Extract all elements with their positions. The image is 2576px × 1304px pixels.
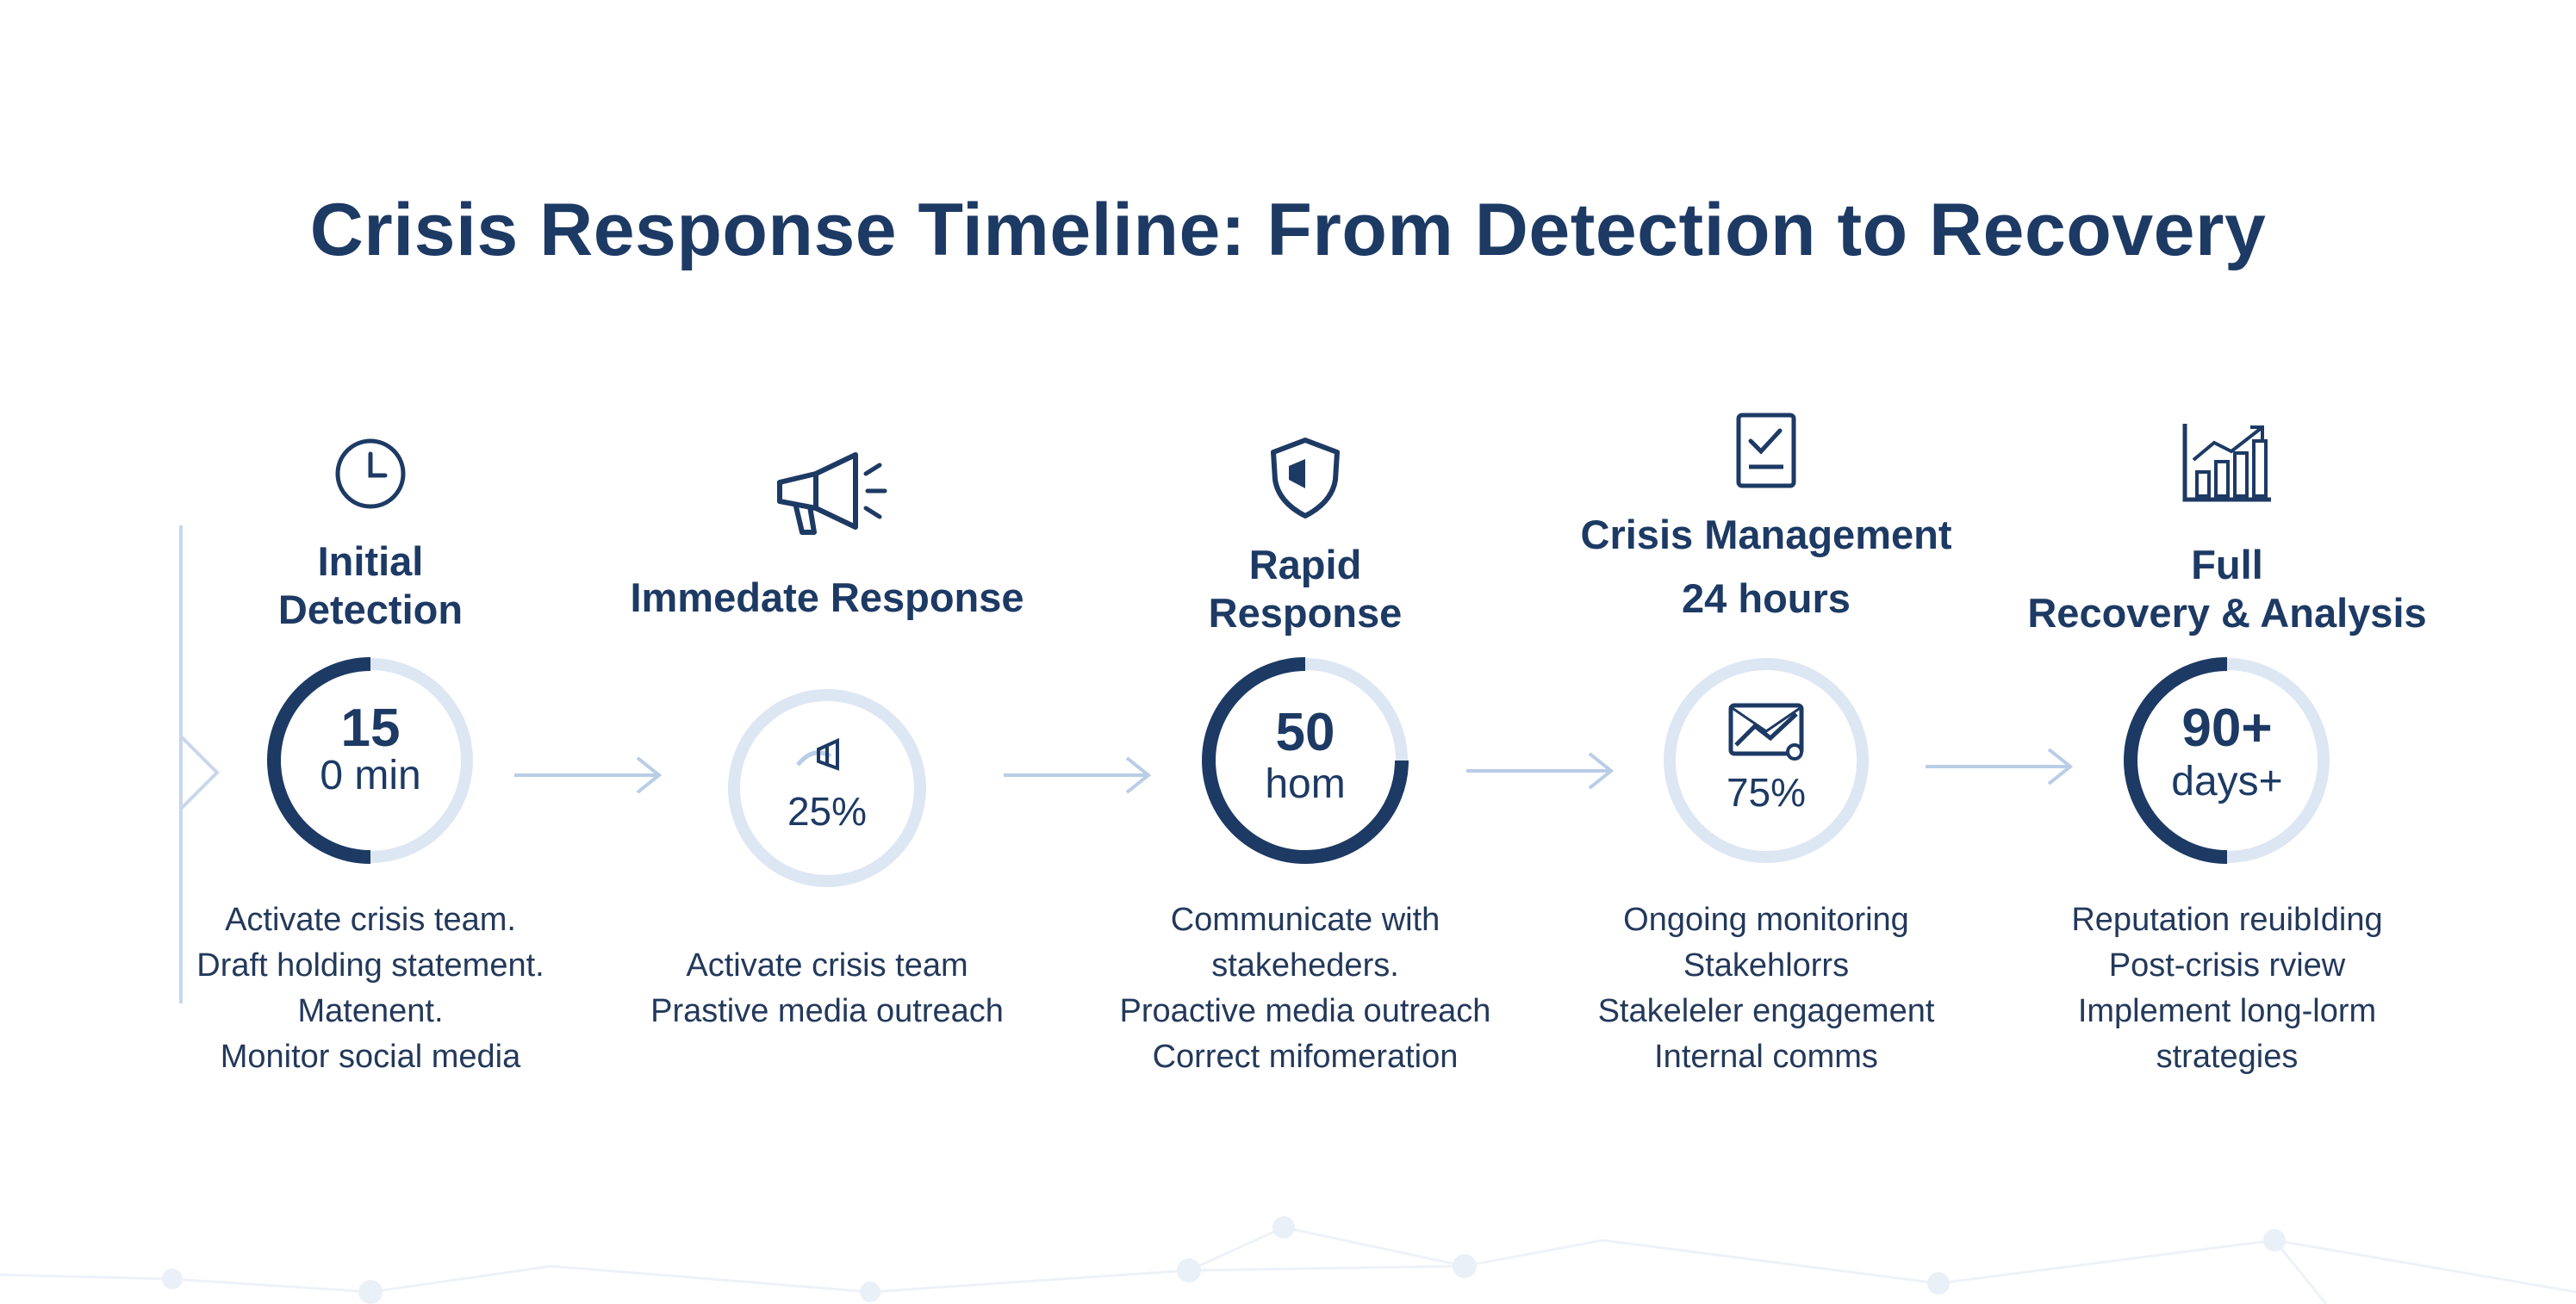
arrow-right-icon: [514, 756, 663, 794]
stage-actions: Communicate with stakeheders. Proactive …: [1030, 897, 1581, 1080]
progress-ring: [2124, 657, 2330, 864]
action-item: Ongoing monitoring: [1623, 902, 1909, 938]
stage-rapid-response: Rapid Response 50 hom Communicate with s…: [1090, 0, 1521, 1206]
action-item: Post-crisis rview: [2108, 947, 2346, 984]
stage-full-recovery: Full Recovery & Analysis 90+ days+ Reput…: [2012, 0, 2442, 1206]
ring-unit: hom: [1265, 761, 1346, 807]
checklist-icon: [1736, 413, 1796, 488]
ring-unit: 0 min: [320, 753, 421, 798]
action-item: strategies: [2156, 1039, 2299, 1075]
action-item: Stakeleler engagement: [1597, 993, 1935, 1029]
stage-actions: Activate crisis team. Draft holding stat…: [95, 897, 646, 1080]
arrow-right-icon: [1004, 756, 1152, 794]
arrow-right-icon: [1926, 748, 2074, 786]
action-item: Internal comms: [1654, 1039, 1878, 1075]
action-item: Stakehlorrs: [1683, 947, 1850, 984]
action-item: Matenent.: [297, 993, 444, 1029]
ring-value: 50: [1275, 703, 1335, 762]
action-item: Activate crisis team: [686, 947, 968, 984]
ring-unit: days+: [2171, 759, 2283, 804]
stage-heading: Rapid Response: [1208, 542, 1403, 636]
stage-actions: Ongoing monitoring Stakehlorrs Stakelele…: [1490, 897, 2042, 1080]
page-title: Crisis Response Timeline: From Detection…: [309, 189, 2267, 271]
stage-actions: Reputation reuibIding Post-crisis rview …: [1951, 897, 2503, 1080]
progress-ring: [1664, 658, 1869, 863]
stage-heading: Initial Detection: [277, 538, 464, 632]
stage-initial-detection: Initial Detection 15 0 min Activate cris…: [155, 0, 586, 1206]
stage-heading: Crisis Management 24 hours: [1580, 512, 1952, 621]
action-item: Correct mifomeration: [1152, 1039, 1459, 1075]
action-item: stakeheders.: [1211, 947, 1399, 984]
growth-chart-icon: [2182, 424, 2271, 502]
megaphone-icon: [777, 452, 887, 535]
stage-heading: Immedate Response: [630, 574, 1024, 620]
action-item: Reputation reuibIding: [2071, 902, 2383, 938]
shield-icon: [1271, 438, 1340, 518]
progress-ring: [1202, 657, 1409, 864]
ring-value: 15: [340, 699, 401, 758]
clock-icon: [335, 438, 406, 509]
action-item: Draft holding statement.: [196, 947, 544, 984]
action-item: Proactive media outreach: [1119, 993, 1491, 1029]
progress-ring: [267, 657, 473, 864]
action-item: Monitor social media: [220, 1039, 521, 1075]
action-item: Implement long-lorm: [2077, 993, 2377, 1029]
stage-crisis-management: Crisis Management 24 hours 75% Ongoing m…: [1551, 0, 1982, 1206]
ring-value: 25%: [787, 789, 868, 834]
arrow-right-icon: [1466, 752, 1615, 790]
progress-ring: [728, 689, 926, 887]
stage-immediate-response: Immedate Response 25% Activate crisis te…: [612, 0, 1042, 1206]
timeline-side-line: [179, 525, 220, 1003]
ring-value: 75%: [1726, 770, 1807, 815]
ring-value: 90+: [2181, 699, 2273, 758]
megaphone-icon: [796, 737, 839, 771]
stage-heading: Full Recovery & Analysis: [2027, 542, 2427, 636]
action-item: Activate crisis team.: [225, 902, 516, 938]
action-item: Communicate with: [1170, 902, 1440, 938]
email-chart-icon: [1728, 703, 1804, 761]
action-item: Prastive media outreach: [650, 993, 1004, 1029]
stage-actions: Activate crisis team Prastive media outr…: [551, 943, 1103, 1034]
